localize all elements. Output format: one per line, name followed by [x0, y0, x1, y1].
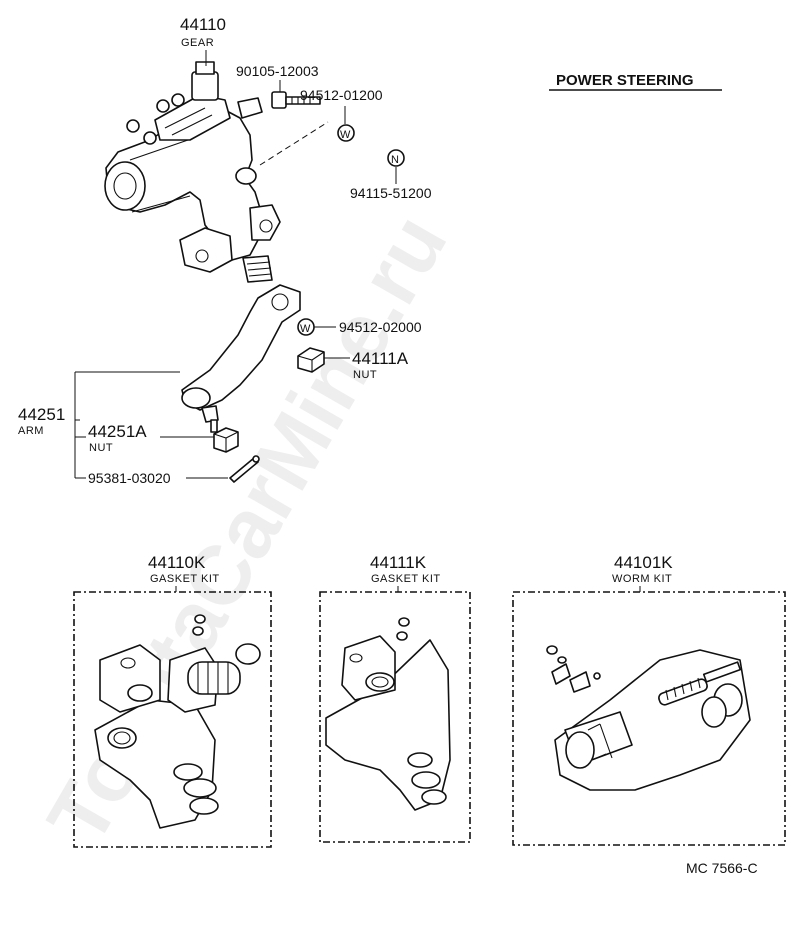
- part-number-44251: 44251: [18, 405, 65, 424]
- nut-symbol-letter: N: [391, 154, 399, 166]
- kit-44110K-drawing: [94, 614, 261, 829]
- part-name-arm: ARM: [18, 425, 44, 437]
- castle-nut-drawing: [213, 427, 239, 453]
- part-number-94115-51200: 94115-51200: [350, 185, 432, 201]
- pitman-arm-drawing: [181, 284, 301, 433]
- washer-symbol-letter-2: W: [300, 323, 311, 335]
- kit-box-44101K: [512, 591, 786, 846]
- washer-symbol-letter: W: [340, 129, 351, 141]
- part-number-94512-01200: 94512-01200: [300, 87, 383, 103]
- figure-code: MC 7566-C: [686, 860, 758, 876]
- kit-name-44110K: GASKET KIT: [150, 573, 220, 585]
- part-number-90105-12003: 90105-12003: [236, 63, 319, 79]
- nut-symbol-icon: [387, 149, 405, 167]
- kit-44101K-drawing: [546, 645, 751, 791]
- washer-symbol-icon: [337, 124, 355, 142]
- part-number-95381-03020: 95381-03020: [88, 470, 171, 486]
- kit-number-44101K: 44101K: [614, 553, 673, 572]
- part-name-nut-2: NUT: [89, 442, 113, 454]
- diagram-title: POWER STEERING: [556, 72, 694, 89]
- part-number-44110: 44110: [180, 15, 226, 34]
- hex-nut-drawing: [297, 347, 325, 373]
- steering-gear-drawing: [104, 61, 281, 283]
- arm-group-bracket: [74, 371, 180, 478]
- kit-number-44111K: 44111K: [370, 553, 427, 572]
- part-name-nut: NUT: [353, 369, 377, 381]
- kit-box-44110K: [73, 591, 272, 848]
- part-name-gear: GEAR: [181, 37, 214, 49]
- part-number-44251A: 44251A: [88, 422, 147, 441]
- cotter-pin-drawing: [229, 455, 260, 483]
- bolt-icon: [271, 91, 321, 109]
- kit-box-44111K: [319, 591, 471, 843]
- kit-number-44110K: 44110K: [148, 553, 206, 572]
- part-number-44111A: 44111A: [352, 349, 409, 368]
- kit-name-44101K: WORM KIT: [612, 573, 672, 585]
- part-number-94512-02000: 94512-02000: [339, 319, 422, 335]
- install-line-bolt: [259, 121, 329, 166]
- kit-44111K-drawing: [325, 617, 451, 811]
- kit-name-44111K: GASKET KIT: [371, 573, 441, 585]
